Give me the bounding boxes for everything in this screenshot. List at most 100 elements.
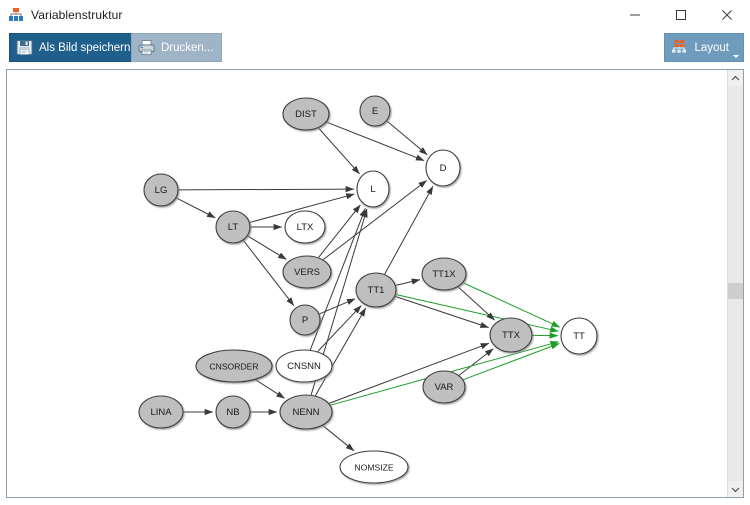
graph-edge — [386, 120, 428, 156]
graph-edge — [395, 294, 559, 333]
graph-edge — [178, 186, 355, 193]
close-button[interactable] — [704, 0, 750, 30]
graph-node-label: LINA — [150, 407, 172, 418]
graph-node[interactable]: TT1 — [355, 272, 397, 308]
scroll-down-button[interactable] — [728, 481, 743, 497]
graph-edge — [462, 282, 561, 328]
chevron-down-icon[interactable] — [733, 55, 739, 58]
floppy-disk-icon — [15, 38, 34, 57]
scroll-up-button[interactable] — [728, 70, 743, 86]
graph-node[interactable]: L — [356, 170, 390, 208]
graph-node-shape — [275, 349, 333, 383]
graph-node[interactable]: NB — [215, 395, 251, 429]
minimize-button[interactable] — [612, 0, 658, 30]
layout-grid-icon — [670, 38, 689, 57]
graph-node-label: LG — [155, 185, 168, 196]
graph-node-label: VERS — [294, 267, 320, 278]
graph-node-shape — [355, 272, 397, 308]
graph-edge — [249, 193, 355, 223]
save-image-label: Als Bild speichern... — [39, 41, 140, 54]
graph-edge — [457, 286, 495, 321]
graph-node-shape — [356, 170, 390, 208]
graph-node[interactable]: TTX — [489, 317, 533, 353]
graph-edge-layer — [176, 120, 561, 452]
graph-node[interactable]: VAR — [422, 370, 466, 404]
graph-edge — [318, 127, 360, 175]
graph-node-label: L — [370, 184, 375, 195]
graph-edge — [384, 186, 434, 275]
graph-node-label: CNSORDER — [209, 362, 258, 372]
title-bar: Variablenstruktur — [0, 0, 750, 30]
scrollbar-gutter-bottom[interactable] — [728, 299, 743, 481]
graph-node-label: TT1X — [432, 269, 456, 280]
graph-edge — [317, 305, 362, 352]
graph-node[interactable]: LT — [215, 210, 251, 244]
graph-node[interactable]: CNSNN — [275, 349, 333, 383]
maximize-button[interactable] — [658, 0, 704, 30]
graph-edge — [395, 278, 421, 286]
graph-node-shape — [421, 257, 467, 291]
graph-node[interactable]: LTX — [284, 210, 326, 244]
graph-node[interactable]: NENN — [279, 394, 333, 430]
vertical-scrollbar[interactable] — [727, 70, 743, 497]
graph-node-shape — [279, 394, 333, 430]
printer-icon — [137, 38, 156, 57]
graph-node[interactable]: LINA — [138, 395, 184, 429]
toolbar: Als Bild speichern... Drucken... — [0, 30, 750, 65]
graph-node-shape — [215, 210, 251, 244]
graph-edge — [318, 204, 361, 258]
window-title: Variablenstruktur — [31, 8, 123, 22]
graph-node[interactable]: TT1X — [421, 257, 467, 291]
graph-node-label: TTX — [502, 330, 521, 341]
graph-node-label: DIST — [295, 109, 317, 120]
graph-node[interactable]: LG — [143, 173, 179, 207]
scrollbar-track[interactable] — [728, 86, 743, 481]
scrollbar-gutter-top[interactable] — [728, 86, 743, 283]
graph-node-label: TT — [573, 331, 585, 342]
graph-node-label: LT — [228, 222, 239, 233]
graph-edge — [322, 425, 355, 452]
graph-node-label: VAR — [435, 382, 454, 393]
graph-node-shape — [143, 173, 179, 207]
layout-button[interactable]: Layout — [664, 33, 744, 62]
graph-node[interactable]: TT — [560, 317, 598, 355]
graph-edge — [322, 180, 427, 261]
graph-node[interactable]: E — [359, 95, 391, 127]
graph-edge — [394, 295, 489, 328]
graph-node-shape — [425, 149, 461, 187]
graph-node-shape — [489, 317, 533, 353]
graph-node[interactable]: P — [289, 304, 321, 336]
graph-node-shape — [289, 304, 321, 336]
graph-node-shape — [282, 255, 332, 289]
graph-edge — [242, 240, 295, 306]
graph-edge — [309, 208, 366, 351]
graph-node-label: NB — [226, 407, 239, 418]
graph-node-label: P — [302, 315, 308, 326]
graph-node-label: E — [372, 106, 378, 117]
graph-edge — [463, 343, 560, 381]
graph-edge — [314, 307, 367, 396]
graph-node-label: NENN — [293, 407, 320, 418]
graph-edge — [328, 342, 490, 404]
graph-node-shape — [138, 395, 184, 429]
graph-node[interactable]: VERS — [282, 255, 332, 289]
graph-node[interactable]: CNSORDER — [195, 349, 273, 383]
save-image-button[interactable]: Als Bild speichern... — [9, 33, 149, 62]
graph-node-label: NOMSIZE — [354, 463, 393, 473]
graph-node-label: CNSNN — [287, 361, 321, 372]
graph-edge — [247, 235, 287, 260]
graph-node[interactable]: NOMSIZE — [339, 450, 409, 484]
graph-node[interactable]: D — [425, 149, 461, 187]
print-button[interactable]: Drucken... — [131, 33, 223, 62]
graph-node-shape — [215, 395, 251, 429]
print-label: Drucken... — [161, 41, 214, 54]
scrollbar-thumb[interactable] — [728, 283, 743, 299]
graph-node[interactable]: DIST — [282, 97, 330, 131]
graph-node-shape — [422, 370, 466, 404]
graph-edge — [176, 197, 216, 219]
graph-node-shape — [195, 349, 273, 383]
